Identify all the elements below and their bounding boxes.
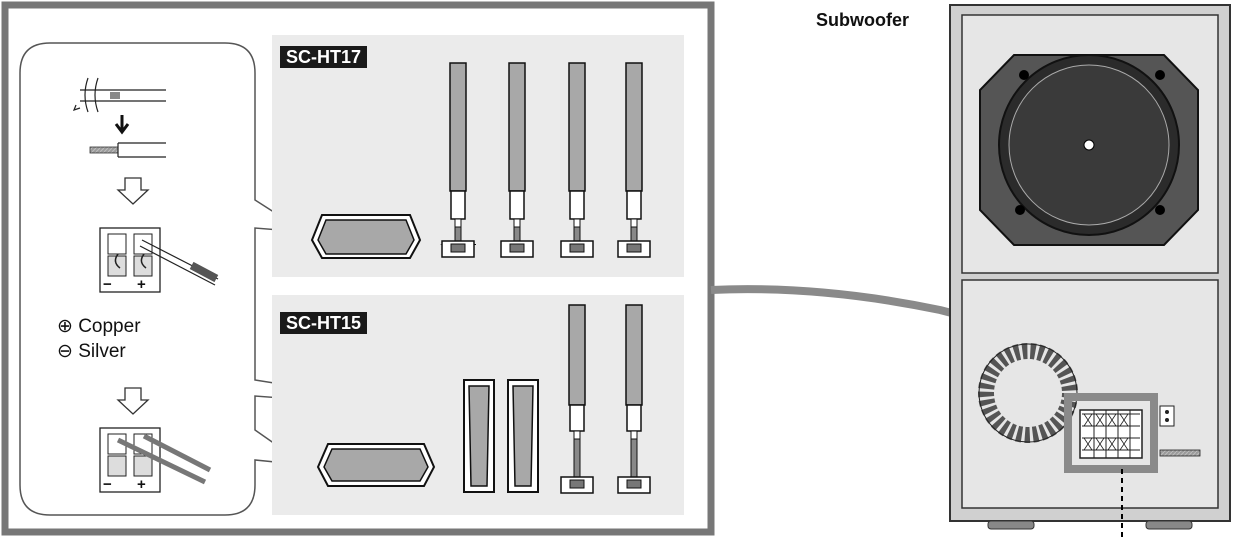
hollow-arrow-down-icon-2 [116,387,150,415]
minus-symbol-icon: ⊖ [57,341,73,362]
terminal-minus-label-1: − [103,276,112,293]
woofer-dustcap [1083,139,1095,151]
wire-twist-step-icon [72,77,166,113]
terminal-plus-label-1: + [137,276,146,293]
terminal-plus-label-2: + [137,476,146,493]
hollow-arrow-down-icon [116,177,150,205]
subwoofer-unit [949,4,1231,538]
center-speaker-a [310,214,422,259]
copper-row: ⊕ Copper [57,315,141,338]
arrow-down-icon [114,115,130,135]
subwoofer-label: Subwoofer [816,10,909,30]
bookshelf-speakers-b [463,379,539,493]
center-speaker-b [316,443,436,487]
terminal-minus-label-2: − [103,476,112,493]
speaker-terminal-block [1079,409,1143,459]
silver-label: Silver [78,341,126,362]
silver-row: ⊖ Silver [57,340,126,363]
ac-inlet [1159,405,1175,427]
terminal-block-closed-icon [99,427,212,493]
model-a-badge: SC-HT17 [280,46,368,68]
plus-symbol-icon: ⊕ [57,316,73,337]
model-b-badge: SC-HT15 [280,312,368,334]
terminal-block-open-icon [99,227,219,293]
connector-strip [1159,449,1201,457]
tall-speakers-a [440,62,651,258]
tall-speakers-b [560,304,651,494]
stripped-wire-icon [89,142,166,158]
copper-label: Copper [78,316,141,337]
speaker-terminal-highlight [1064,393,1158,473]
